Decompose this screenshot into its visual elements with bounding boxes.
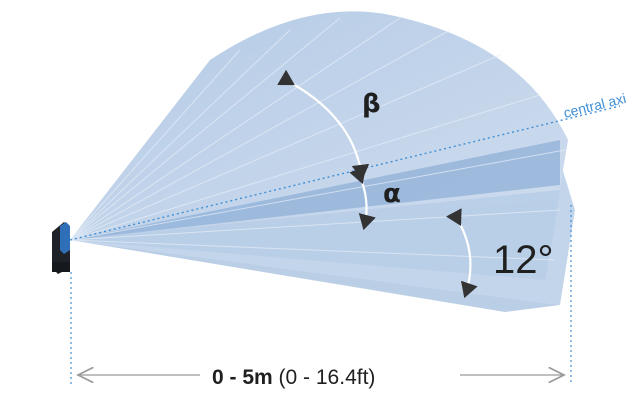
range-label: 0 - 5m (0 - 16.4ft) xyxy=(212,366,375,389)
range-label-imperial: (0 - 16.4ft) xyxy=(273,366,376,389)
range-label-metric: 0 - 5m xyxy=(212,366,273,389)
central-axis-label: central axi xyxy=(562,90,628,121)
cone-lower-band xyxy=(70,190,560,280)
alpha-arc xyxy=(349,166,376,231)
cone-ribs xyxy=(69,17,566,261)
cone-inner-band xyxy=(70,140,560,240)
beta-label: β xyxy=(362,89,381,119)
sensor-device xyxy=(52,222,70,274)
tilt-angle-label: 12° xyxy=(493,238,554,282)
beta-arc xyxy=(277,69,370,181)
tilt-angle-arc xyxy=(446,208,478,299)
cone-bottom-face xyxy=(70,240,560,312)
central-axis-line xyxy=(69,105,621,241)
alpha-label: α xyxy=(383,179,401,209)
